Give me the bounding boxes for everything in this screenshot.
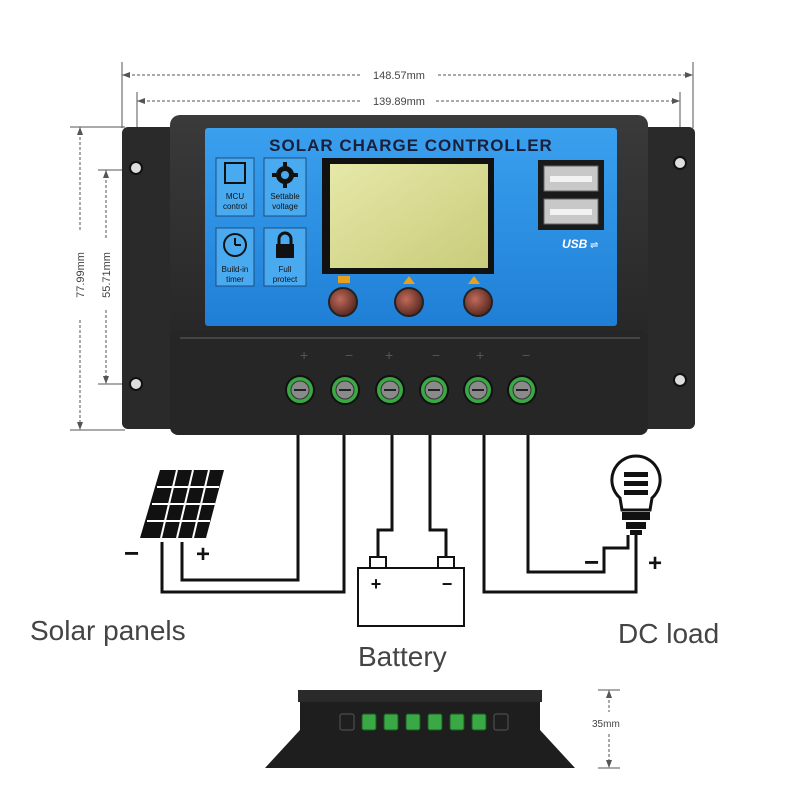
side-terminal-slot [361,713,377,731]
menu-button[interactable] [328,287,358,317]
svg-text:+: + [476,347,484,363]
depth-label: 35mm [592,719,620,730]
usb-ports: USB ⇌ [538,160,604,251]
svg-text:+: + [300,347,308,363]
right-flange [640,127,695,429]
side-terminal-slot [449,713,465,731]
screw-terminal[interactable] [285,375,315,405]
outer-height-label: 77.99mm [75,252,87,298]
dc-load-label: DC load [618,618,719,649]
screw-terminal[interactable] [507,375,537,405]
mount-hole-icon [673,156,687,170]
lock-icon [276,231,294,258]
side-view [265,690,575,768]
mount-hole-icon [129,377,143,391]
feature-settable-voltage: Settable voltage [263,157,307,217]
clock-icon [223,233,247,257]
gear-icon [272,162,298,188]
screw-terminal[interactable] [375,375,405,405]
screw-terminal[interactable] [463,375,493,405]
load-minus: − [584,547,599,577]
usb-label: USB [562,237,588,251]
svg-text:timer: timer [226,275,244,284]
controller-title: SOLAR CHARGE CONTROLLER [269,136,553,155]
screw-terminal[interactable] [330,375,360,405]
side-terminal-block [339,713,509,731]
svg-text:−: − [442,574,453,594]
side-terminal-slot [405,713,421,731]
battery-icon: + − [357,556,465,627]
svg-text:Build-in: Build-in [222,265,249,274]
svg-text:+: + [385,347,393,363]
outer-width-label: 148.57mm [373,70,425,82]
svg-text:Full: Full [279,265,292,274]
solar-minus: − [124,538,139,568]
mount-hole-icon [673,373,687,387]
dimension-outer-height [70,126,125,431]
down-button[interactable] [394,287,424,317]
mount-hole-icon [129,161,143,175]
usb-icon: ⇌ [590,240,598,251]
svg-text:control: control [223,202,247,211]
feature-mcu: MCU control [215,157,255,217]
side-terminal-slot [493,713,509,731]
button-row [328,276,493,317]
dimension-outer-width [121,62,694,128]
left-flange [122,127,180,429]
svg-text:MCU: MCU [226,192,244,201]
inner-height-label: 55.71mm [101,252,113,298]
solar-panels-label: Solar panels [30,615,186,646]
side-terminal-slot [427,713,443,731]
svg-text:Settable: Settable [270,192,300,201]
load-plus: + [648,550,662,577]
battery-label: Battery [358,641,447,672]
svg-text:−: − [345,347,353,363]
up-button[interactable] [463,287,493,317]
solar-panel-icon [140,469,224,539]
svg-text:voltage: voltage [272,202,298,211]
wiring [160,435,638,594]
feature-full-protect: Full protect [263,227,307,287]
light-bulb-icon [610,454,662,535]
svg-text:protect: protect [273,275,298,284]
terminal-block [285,375,537,405]
side-terminal-slot [339,713,355,731]
svg-text:+: + [371,574,382,594]
feature-timer: Build-in timer [215,227,255,287]
inner-width-label: 139.89mm [373,96,425,108]
svg-text:−: − [522,347,530,363]
side-terminal-slot [383,713,399,731]
svg-text:−: − [432,347,440,363]
screw-terminal[interactable] [419,375,449,405]
charge-controller: SOLAR CHARGE CONTROLLER MCU control Sett… [122,115,695,435]
chip-icon [224,162,246,184]
solar-plus: + [196,541,210,568]
side-terminal-slot [471,713,487,731]
lcd-screen [330,164,488,268]
